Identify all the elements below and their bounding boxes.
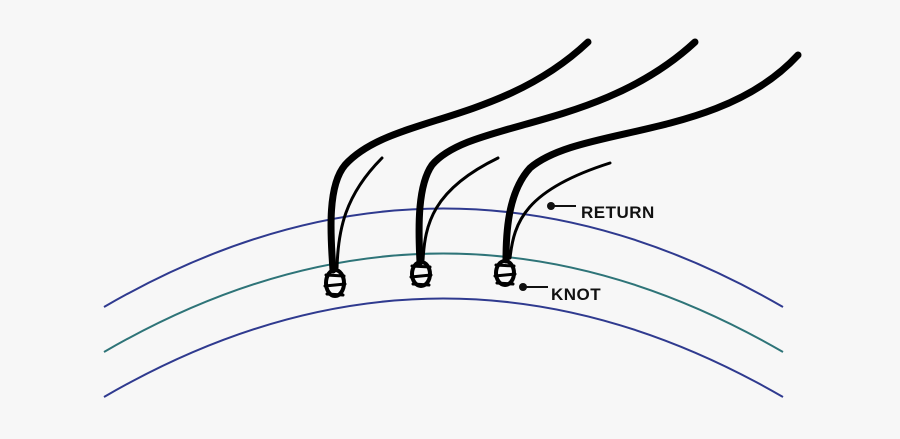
return-label: RETURN <box>581 203 655 222</box>
hair-strand-icon <box>502 51 802 264</box>
outer-arc-top <box>103 207 784 308</box>
hair-strand-3 <box>493 51 802 287</box>
hair-strand-2 <box>409 38 699 288</box>
hair-strand-1 <box>323 38 592 298</box>
hair-strand-icon <box>415 38 699 266</box>
knot-loop-icon <box>409 260 433 288</box>
knot-label: KNOT <box>551 285 601 304</box>
hair-return-strand <box>421 156 500 262</box>
knot-loop-icon <box>323 268 347 298</box>
hair-return-strand <box>508 161 612 260</box>
outer-arc-bottom <box>103 297 784 398</box>
hair-strand-icon <box>327 38 592 274</box>
hair-return-strand <box>335 156 384 270</box>
knot-loop-icon <box>493 259 517 287</box>
return-callout: RETURN <box>547 202 655 222</box>
knot-callout: KNOT <box>519 283 601 304</box>
middle-arc <box>103 252 784 353</box>
